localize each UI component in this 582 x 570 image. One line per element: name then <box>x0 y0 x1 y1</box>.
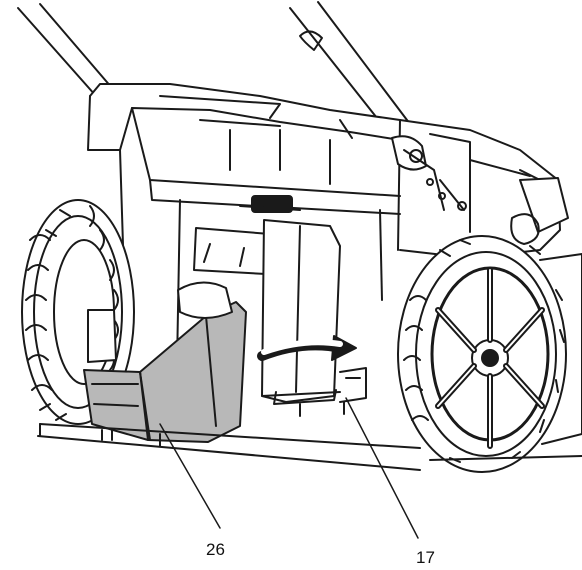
rotation-arrow <box>257 335 357 361</box>
height-adjust-bracket <box>391 135 467 211</box>
handle-mount <box>87 281 233 363</box>
motor-housing <box>510 177 582 445</box>
mower-deck <box>37 401 582 471</box>
leader-line-26 <box>159 423 221 529</box>
left-wheel <box>21 199 135 425</box>
rear-latch <box>193 195 301 275</box>
right-wheel <box>397 235 567 473</box>
mulching-plug <box>83 301 247 443</box>
callout-17: 17 <box>416 548 435 567</box>
handle-right <box>289 1 411 133</box>
callout-26: 26 <box>206 540 225 559</box>
leader-line-17 <box>345 397 419 539</box>
rear-door <box>261 219 367 405</box>
handle-left <box>17 3 113 97</box>
mower-body <box>87 83 561 421</box>
